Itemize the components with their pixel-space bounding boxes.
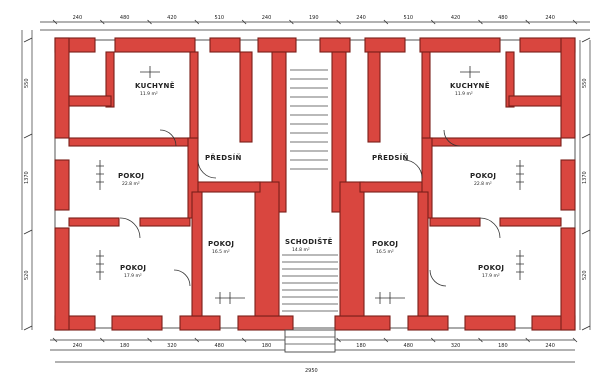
dimension-frame — [21, 19, 591, 363]
dimension-label: 180 — [498, 343, 508, 349]
dimension-label: 180 — [356, 343, 366, 349]
dimension-label: 320 — [451, 343, 461, 349]
room-area: 14.8 m² — [292, 247, 310, 253]
dimension-label: 190 — [309, 15, 319, 21]
room-label: POKOJ — [208, 240, 234, 248]
dimension-label: 240 — [545, 15, 555, 21]
dimension-label: 320 — [167, 343, 177, 349]
dimension-label: 510 — [214, 15, 224, 21]
room-label: PŘEDSÍŇ — [205, 153, 242, 162]
dimension-label: 240 — [356, 15, 366, 21]
dimension-labels: 240 480 420 510 240 190 240 510 420 480 240 240 180 3… — [24, 15, 588, 374]
room-area: 22.8 m² — [474, 181, 492, 187]
dimension-label: 520 — [24, 270, 30, 280]
entrance-steps — [284, 329, 336, 353]
dimension-label: 240 — [545, 343, 555, 349]
furniture-marks — [96, 66, 524, 304]
room-label: KUCHYNĚ — [450, 81, 490, 90]
room-area: 17.9 m² — [482, 273, 500, 279]
staircase — [282, 69, 338, 312]
room-area: 11.9 m² — [140, 91, 158, 97]
dimension-label: 240 — [73, 343, 83, 349]
dimension-label: 480 — [404, 343, 414, 349]
dimension-label: 480 — [498, 15, 508, 21]
room-label: SCHODIŠTĚ — [285, 237, 333, 246]
dimension-label: 420 — [451, 15, 461, 21]
dimension-label: 180 — [120, 343, 130, 349]
room-area: 11.9 m² — [455, 91, 473, 97]
room-label: PŘEDSÍŇ — [372, 153, 409, 162]
dimension-label: 520 — [582, 270, 588, 280]
room-label: POKOJ — [118, 172, 144, 180]
room-area: 17.9 m² — [124, 273, 142, 279]
room-area: 22.8 m² — [122, 181, 140, 187]
dimension-label: 1370 — [24, 171, 30, 184]
room-label: POKOJ — [478, 264, 504, 272]
dimension-label: 420 — [167, 15, 177, 21]
room-label: POKOJ — [120, 264, 146, 272]
dimension-label: 240 — [262, 15, 272, 21]
room-label: KUCHYNĚ — [135, 81, 175, 90]
dimension-label: 480 — [214, 343, 224, 349]
room-area: 16.5 m² — [212, 249, 230, 255]
dimension-label: 1370 — [582, 171, 588, 184]
dimension-label: 550 — [24, 78, 30, 88]
dimension-label: 510 — [404, 15, 414, 21]
dimension-label: 550 — [582, 78, 588, 88]
room-label: POKOJ — [372, 240, 398, 248]
dimension-label: 240 — [73, 15, 83, 21]
dimension-label: 480 — [120, 15, 130, 21]
dimension-label: 180 — [262, 343, 272, 349]
doors — [119, 129, 501, 287]
room-labels: KUCHYNĚ 11.9 m² KUCHYNĚ 11.9 m² POKOJ 22… — [118, 81, 504, 279]
dimension-total: 2950 — [305, 368, 318, 374]
room-label: POKOJ — [470, 172, 496, 180]
room-area: 16.5 m² — [376, 249, 394, 255]
